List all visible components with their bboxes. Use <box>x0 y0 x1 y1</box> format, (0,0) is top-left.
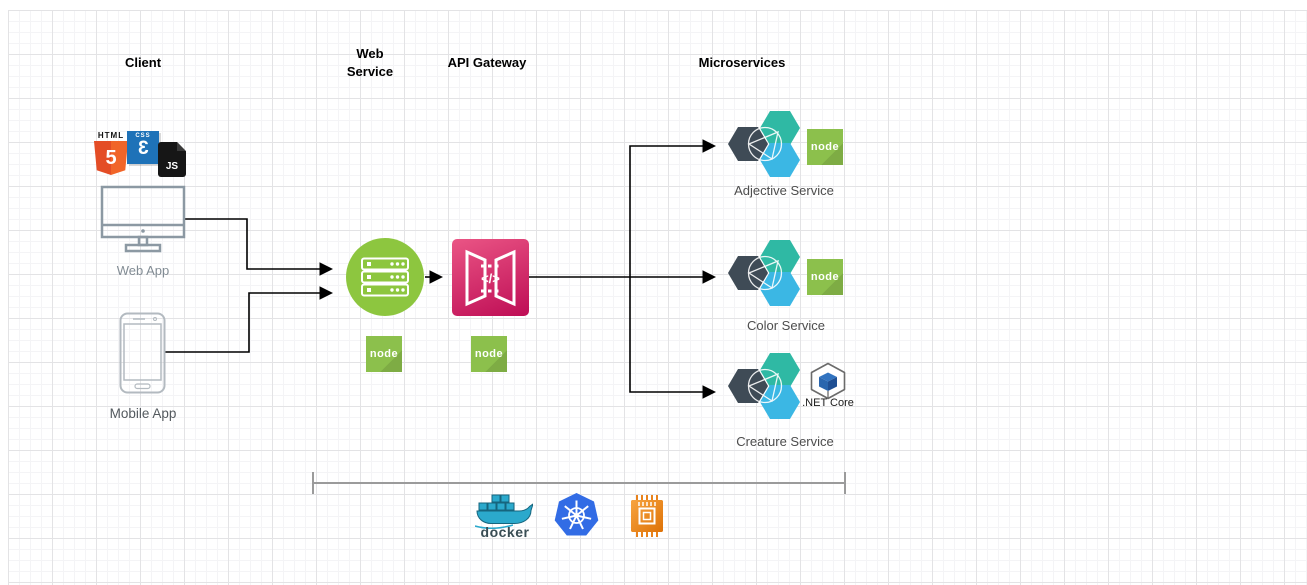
css3-number: 3 <box>137 138 149 159</box>
kubernetes-icon[interactable] <box>553 492 600 539</box>
microservices-header: Microservices <box>698 55 786 70</box>
deployment-scope-bracket <box>312 472 846 494</box>
chip-icon[interactable] <box>628 495 666 537</box>
connector-mobileapp-to-webservice <box>165 286 334 353</box>
color-service-icon[interactable] <box>728 240 800 312</box>
node-badge-label: node <box>810 271 840 283</box>
docker-icon[interactable] <box>475 493 533 529</box>
node-badge-label: node <box>369 348 399 360</box>
server-icon <box>361 257 409 297</box>
monitor-icon[interactable] <box>100 185 186 255</box>
css3-word: CSS <box>135 133 151 139</box>
creature-service-label: Creature Service <box>736 434 834 449</box>
nodejs-badge-webservice[interactable]: node <box>366 336 402 372</box>
dotnet-core-label: .NET Core <box>802 397 854 409</box>
adjective-service-icon[interactable] <box>728 111 800 183</box>
gateway-code-glyph: </> <box>481 271 500 286</box>
adjective-service-label: Adjective Service <box>734 183 834 198</box>
javascript-file-icon[interactable]: JS <box>158 142 186 177</box>
grid-background <box>8 10 1307 585</box>
connector-gateway-to-creature-service <box>629 277 717 399</box>
node-badge-label: node <box>810 141 840 153</box>
dotnet-core-icon[interactable] <box>808 362 848 400</box>
color-service-label: Color Service <box>746 318 826 333</box>
api-gateway-header: API Gateway <box>447 55 527 70</box>
nodejs-badge-gateway[interactable]: node <box>471 336 507 372</box>
api-gateway-icon[interactable]: </> <box>452 239 529 316</box>
client-header: Client <box>124 55 162 70</box>
docker-label: docker <box>480 524 530 540</box>
mobile-app-label: Mobile App <box>109 406 177 421</box>
node-badge-label: node <box>474 348 504 360</box>
html5-icon[interactable]: HTML 5 <box>92 131 130 175</box>
connector-gateway-to-adjective-service <box>629 139 717 277</box>
web-service-icon[interactable] <box>346 238 424 316</box>
gateway-glyph: </> <box>465 249 516 307</box>
nodejs-badge-adjective[interactable]: node <box>807 129 843 165</box>
html5-word: HTML <box>97 131 125 140</box>
css3-icon[interactable]: CSS 3 <box>127 131 159 164</box>
web-app-label: Web App <box>116 263 170 278</box>
phone-icon[interactable] <box>119 312 166 394</box>
nodejs-badge-color[interactable]: node <box>807 259 843 295</box>
creature-service-icon[interactable] <box>728 353 800 425</box>
connector-webapp-to-webservice <box>183 218 334 276</box>
js-label: JS <box>165 161 179 172</box>
web-service-header: Web Service <box>346 46 394 79</box>
html5-number: 5 <box>105 146 117 169</box>
